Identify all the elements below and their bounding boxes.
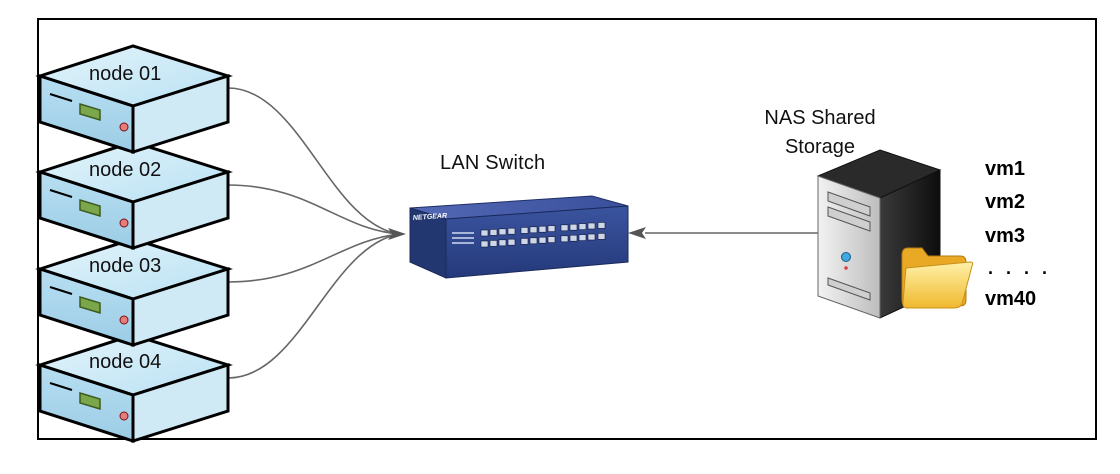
switch-arrowhead [388, 228, 406, 240]
storage-arrowhead [628, 227, 646, 239]
vm-label: vm40 [985, 288, 1037, 310]
server-node-icon [35, 44, 233, 155]
switch-brand: NETGEAR [413, 213, 448, 222]
storage-label: NAS Shared Storage [750, 104, 890, 162]
status-led-icon [844, 266, 848, 270]
node-connectors [227, 87, 401, 379]
connector-node-01 [227, 87, 401, 235]
node-label: node 01 [89, 63, 161, 85]
connector-node-04 [227, 233, 401, 379]
switch-leds [452, 232, 474, 244]
server-node-icon [35, 333, 233, 444]
storage-label-line2: Storage [784, 136, 856, 158]
power-button-icon [841, 252, 851, 262]
folder-icon [901, 247, 974, 309]
vm-ellipsis: . . . . [988, 258, 1052, 278]
connector-node-03 [227, 233, 401, 283]
storage-link [628, 227, 818, 239]
tower-server-icon [816, 149, 942, 319]
vm-label: vm3 [985, 225, 1026, 247]
vm-label: vm2 [985, 191, 1026, 213]
server-node-icon [35, 237, 233, 348]
node-label: node 04 [89, 351, 161, 373]
node-label: node 03 [89, 255, 161, 277]
network-switch-icon: NETGEAR [409, 195, 629, 279]
switch-label: LAN Switch [440, 152, 546, 174]
vm-label: vm1 [985, 158, 1026, 180]
switch-ports [480, 222, 606, 248]
server-node-icon [35, 140, 233, 251]
storage-label-line1: NAS Shared [764, 107, 876, 129]
connector-node-02 [227, 184, 401, 235]
node-label: node 02 [89, 159, 161, 181]
